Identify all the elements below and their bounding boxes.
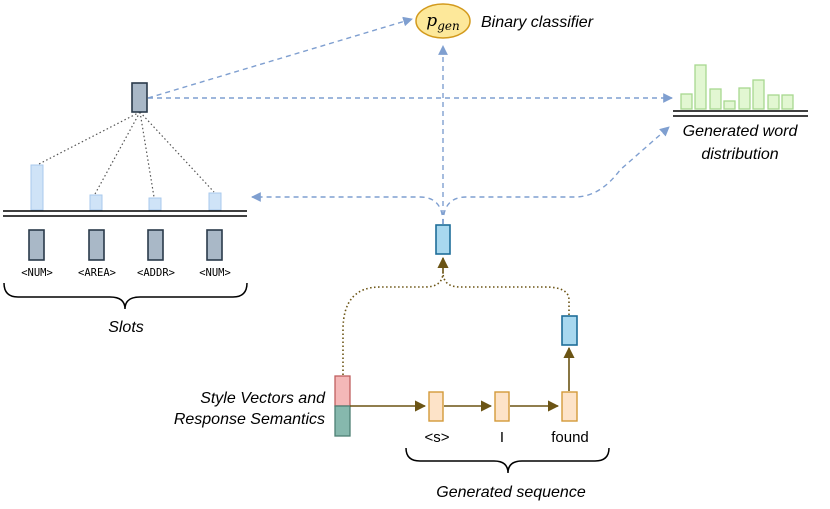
decoder-output-box — [561, 315, 578, 346]
binary-classifier-label: Binary classifier — [481, 14, 594, 31]
slot-tag: <NUM> — [21, 267, 53, 279]
attention-weight-bars — [30, 164, 222, 211]
generated-sequence-label: Generated sequence — [436, 484, 586, 501]
slot-tags: <NUM> <AREA> <ADDR> <NUM> — [21, 267, 231, 279]
pgen-sub: gen — [437, 19, 460, 33]
slot-box — [147, 229, 164, 261]
slot-box — [88, 229, 105, 261]
arrow-slot-to-pgen — [147, 16, 413, 99]
decoder-cell — [561, 391, 578, 422]
slot-boxes — [28, 229, 223, 261]
slots-label: Slots — [108, 319, 144, 336]
word-distribution-histogram — [680, 64, 794, 110]
decoder-cell — [494, 391, 510, 422]
sequence-brace — [405, 447, 610, 474]
distribution-baseline — [673, 110, 808, 117]
slot-baseline — [3, 210, 247, 217]
token-label: found — [551, 429, 589, 446]
pgen-base: p — [426, 11, 437, 31]
semantics-vector-box — [334, 405, 351, 437]
slot-tag: <ADDR> — [137, 267, 175, 279]
slot-attention-lines — [36, 111, 215, 198]
distribution-label-line1: Generated word — [683, 123, 799, 140]
style-label-line2: Response Semantics — [174, 411, 325, 428]
arrow-hidden-to-slots — [251, 192, 444, 225]
token-label: <s> — [424, 429, 449, 446]
slot-tag: <AREA> — [78, 267, 116, 279]
dashed-arrows — [147, 16, 673, 225]
slots-brace — [3, 282, 248, 310]
decoder-cell — [428, 391, 444, 422]
hidden-state-box — [435, 224, 451, 255]
decoder-arrows — [350, 346, 575, 412]
style-vector-box — [334, 375, 351, 407]
slot-box — [206, 229, 223, 261]
brown-dotted-paths — [342, 271, 570, 375]
style-label-line1: Style Vectors and — [200, 390, 326, 407]
arrow-hidden-to-distribution — [442, 126, 670, 225]
slot-box — [28, 229, 45, 261]
distribution-label-line2: distribution — [701, 146, 778, 163]
svg-text:pgen: pgen — [426, 11, 459, 33]
token-label: I — [500, 429, 504, 446]
decoder-cells — [428, 391, 578, 422]
slot-summary-box — [131, 82, 148, 113]
pgen-node: pgen — [415, 3, 471, 39]
slot-tag: <NUM> — [199, 267, 231, 279]
